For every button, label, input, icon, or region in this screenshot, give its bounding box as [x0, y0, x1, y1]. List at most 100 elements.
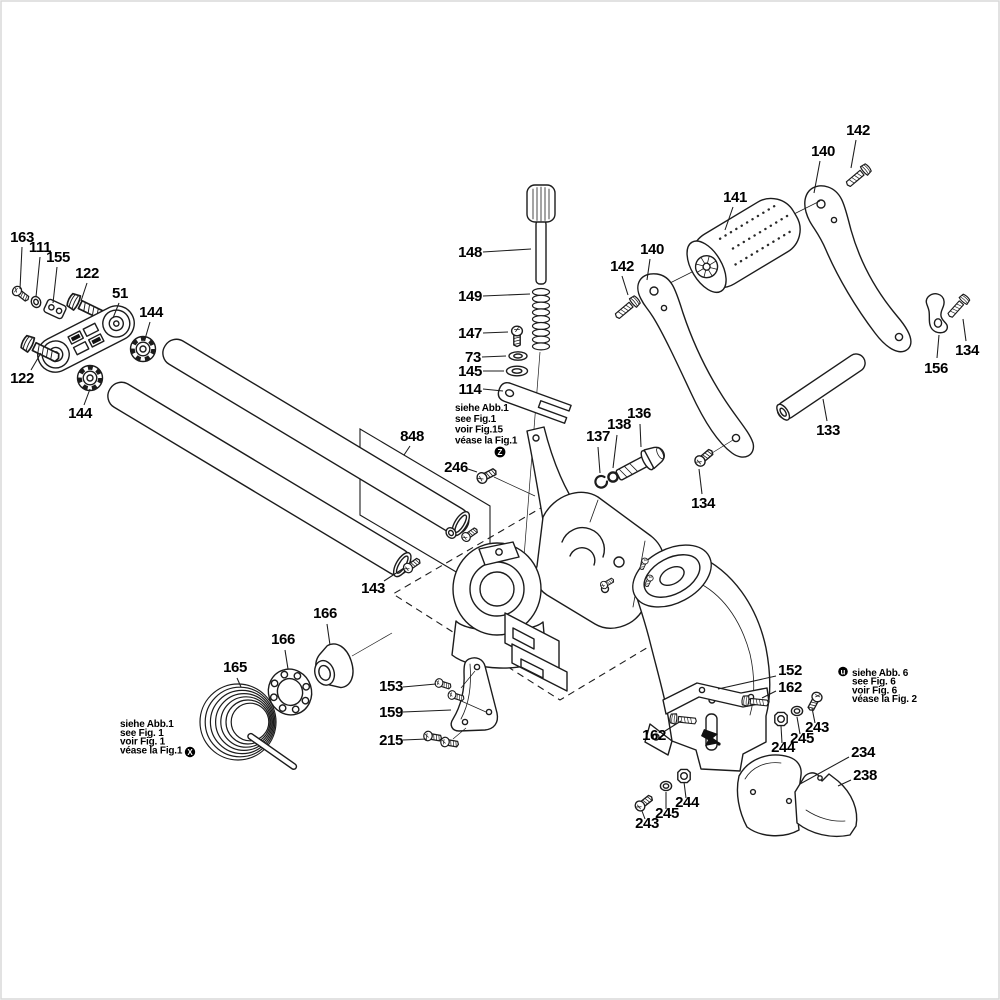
handle-assembly	[594, 162, 972, 489]
star-knob-144-lower	[78, 366, 103, 391]
handle-arm-140-right	[804, 185, 912, 353]
leader-line-166-mid	[284, 649, 289, 670]
screw-147	[510, 325, 524, 348]
arm-collar	[632, 544, 712, 608]
leader-line-238	[837, 779, 852, 787]
main-arm-group	[632, 544, 858, 838]
handle-grip-141	[686, 197, 801, 294]
part-label-148: 148	[458, 244, 482, 261]
leader-line-137	[597, 446, 601, 474]
part-label-234: 234	[851, 744, 876, 761]
part-label-163: 163	[10, 229, 34, 246]
leader-line-111	[35, 256, 41, 298]
spring-bearing-group	[199, 632, 499, 770]
part-label-122-lower: 122	[10, 370, 34, 387]
part-label-244-right: 244	[771, 739, 796, 756]
part-label-159: 159	[379, 704, 403, 721]
leader-line-156	[936, 334, 940, 359]
leader-line-134-mid	[698, 468, 703, 495]
note-x-line-2: see Fig. 1	[120, 728, 164, 739]
note-x-line-4: véase la Fig.1	[120, 745, 183, 756]
part-label-245-right: 245	[790, 730, 814, 747]
part-label-165: 165	[223, 659, 247, 676]
part-label-142-left: 142	[610, 258, 634, 275]
guide-rod-lower	[107, 381, 412, 578]
part-label-73: 73	[465, 349, 481, 366]
bushing-166	[314, 643, 354, 689]
part-label-215: 215	[379, 732, 403, 749]
note-u-badge	[838, 666, 848, 677]
spring-149	[531, 287, 551, 351]
part-label-152: 152	[778, 662, 802, 679]
snap-ring-137	[594, 474, 609, 489]
washer-245-left	[659, 780, 673, 792]
leader-line-243-right	[811, 707, 816, 724]
leader-line-134-right	[962, 318, 967, 342]
washer-73	[508, 351, 528, 361]
leader-line-122-lower	[30, 352, 42, 371]
part-label-245-left: 245	[655, 805, 679, 822]
leader-line-133	[822, 398, 828, 422]
leader-line-149	[482, 293, 531, 297]
part-label-162-left: 162	[642, 727, 666, 744]
note-z-line-4: véase la Fig.1	[455, 435, 518, 446]
leader-line-138	[612, 434, 618, 469]
leader-line-142-left	[621, 275, 629, 296]
leader-line-153	[402, 683, 437, 688]
part-label-134-right: 134	[955, 342, 980, 359]
part-label-133: 133	[816, 422, 840, 439]
leader-line-144-lower	[83, 388, 91, 406]
note-u-line-1: siehe Abb. 6	[852, 668, 909, 679]
bracket-159	[450, 657, 499, 732]
note-x-line-3: voir Fig. 1	[120, 737, 166, 748]
leader-line-140-right	[813, 160, 821, 194]
note-x-line-1: siehe Abb.1	[120, 719, 174, 730]
part-label-166-mid: 166	[271, 631, 295, 648]
note-z-line-3: voir Fig.15	[455, 425, 503, 436]
part-label-140-right: 140	[811, 143, 835, 160]
leader-line-73	[481, 355, 507, 358]
leader-line-155	[52, 266, 58, 304]
leader-line-114	[482, 388, 504, 392]
leader-line-152	[717, 675, 777, 690]
part-label-122-upper: 122	[75, 265, 99, 282]
leader-line-141	[724, 206, 734, 231]
leader-line-144-right	[144, 321, 151, 340]
leader-line-244-right	[780, 725, 783, 744]
cross-rod-133	[776, 353, 866, 421]
part-label-162-right: 162	[778, 679, 802, 696]
leader-line-162-left	[664, 720, 682, 732]
leader-lines-layer	[19, 139, 967, 820]
part-label-51: 51	[112, 285, 128, 302]
o-ring-138	[607, 471, 619, 483]
part-labels-layer: 1631111551225114412214484814314814914773…	[10, 122, 980, 832]
note-z-badge	[494, 446, 506, 458]
star-knob-144-right	[131, 337, 156, 362]
leader-line-163	[19, 246, 23, 290]
leader-line-159	[402, 709, 452, 713]
leader-line-142-right	[850, 139, 857, 169]
part-label-147: 147	[458, 325, 482, 342]
note-z-badge-letter: Z	[498, 448, 503, 457]
clamp-link-group	[9, 283, 156, 391]
leader-line-244-left	[683, 781, 687, 799]
note-u-badge-letter: u	[841, 667, 846, 676]
leader-line-848	[403, 445, 411, 456]
part-label-111: 111	[29, 239, 51, 256]
housing-base-bracket	[504, 612, 568, 692]
guide-rods-group	[107, 338, 491, 593]
part-label-244-left: 244	[675, 794, 700, 811]
guard-238	[794, 772, 858, 838]
part-label-848: 848	[400, 428, 424, 445]
leader-line-136	[639, 423, 642, 448]
pin-148-shaft	[535, 219, 547, 285]
nut-244-left	[677, 768, 691, 784]
part-label-143: 143	[361, 580, 385, 597]
part-label-153: 153	[379, 678, 403, 695]
leader-line-215	[402, 738, 428, 741]
